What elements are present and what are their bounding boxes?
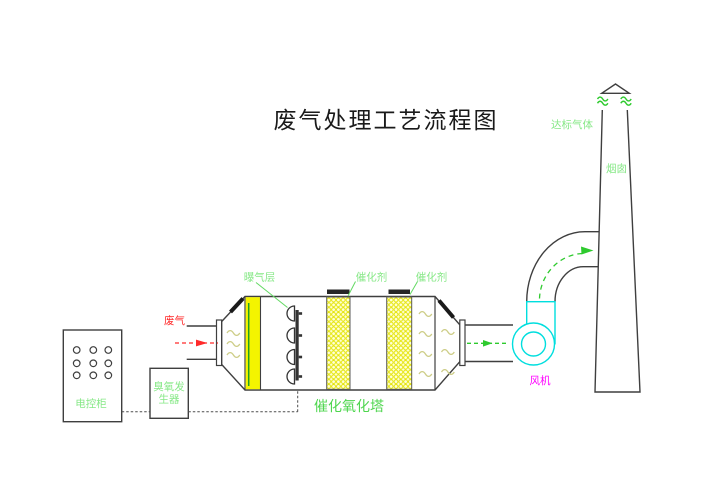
chimney-cap [599, 83, 632, 95]
catalyst-right-leader [409, 281, 418, 295]
top-hatch-right [388, 289, 410, 294]
catalyst-band-right [386, 296, 413, 390]
catalyst-left-leader [347, 281, 356, 297]
catalyst-band-left [326, 296, 351, 390]
fan-label: 风机 [530, 374, 551, 387]
clean-gas-flow-arrow [467, 340, 507, 347]
chimney-label: 烟囱 [606, 162, 627, 175]
emission-waves [596, 96, 632, 106]
outlet-flange [459, 319, 466, 367]
ozone-generator-box [149, 367, 189, 419]
taper-tick-right [437, 299, 456, 319]
tower-label: 催化氧化塔 [314, 398, 384, 414]
top-hatch-left [327, 289, 350, 294]
chimney-body [594, 109, 641, 393]
aeration-leader [255, 282, 288, 308]
chimney [594, 83, 641, 393]
waste-gas-label: 废气 [164, 314, 185, 327]
waste-gas-flow-arrow [175, 339, 218, 347]
control-cabinet-buttons [72, 346, 113, 380]
catalyst-left-label: 催化剂 [356, 271, 388, 284]
fan [511, 301, 556, 366]
outlet-pipe [465, 324, 513, 363]
control-wiring-dashed-line [121, 381, 299, 413]
label-leader-lines [255, 281, 418, 308]
oxidation-tower-vessel [221, 289, 466, 391]
inlet-pipe [186, 319, 223, 367]
aeration-layer-label: 曝气层 [244, 271, 276, 284]
ozone-generator-label-line2: 生器 [159, 393, 180, 406]
fan-inlet-circle [520, 331, 547, 357]
compliant-gas-label: 达标气体 [551, 118, 593, 131]
elbow-duct [526, 231, 601, 302]
control-cabinet: 电控柜 [62, 329, 123, 423]
ozone-generator: 臭氧发 生器 [149, 367, 189, 419]
ozone-generator-label-line1: 臭氧发 [153, 380, 185, 393]
taper-tick-left [229, 297, 245, 314]
elbow-flow-arrow [538, 246, 594, 299]
aeration-media-band [245, 297, 261, 390]
control-cabinet-label: 电控柜 [75, 397, 107, 410]
diagram-title: 废气处理工艺流程图 [274, 108, 499, 133]
catalyst-right-label: 催化剂 [416, 271, 448, 284]
spray-nozzles [286, 305, 303, 385]
